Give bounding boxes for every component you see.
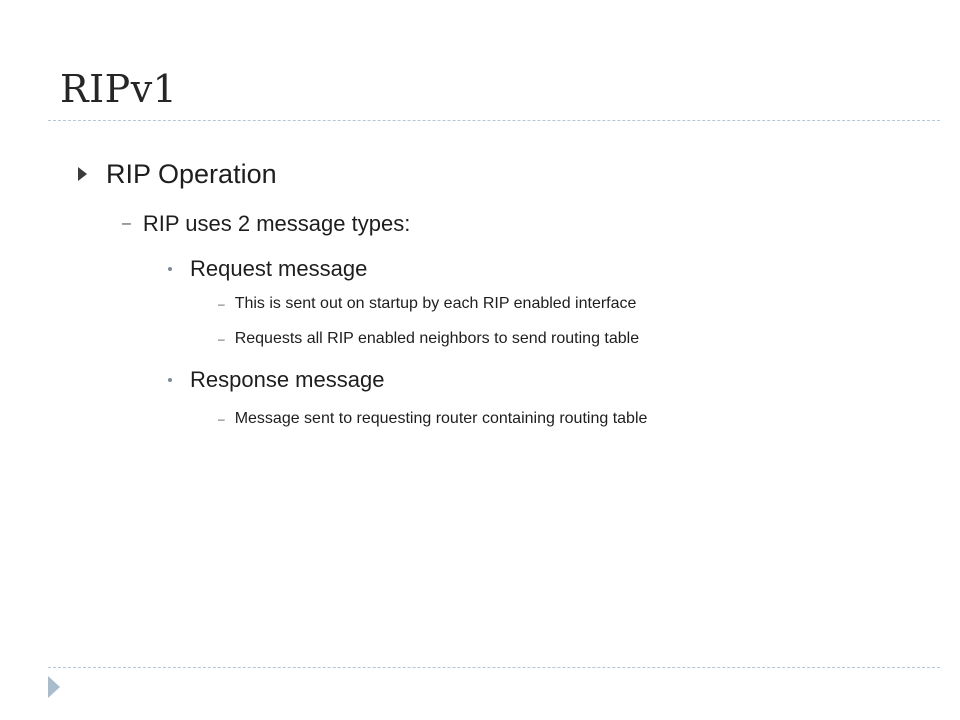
list-item: – Requests all RIP enabled neighbors to … (218, 326, 639, 352)
bullet-text: Requests all RIP enabled neighbors to se… (234, 330, 640, 347)
slide-title: RIPv1 (60, 67, 178, 111)
triangle-right-icon (78, 167, 87, 181)
bullet-text: RIP uses 2 message types: (142, 211, 411, 236)
list-item: RIP Operation (78, 154, 277, 194)
footer-divider (48, 667, 940, 668)
list-item: – RIP uses 2 message types: (122, 206, 410, 242)
bullet-text: Message sent to requesting router contai… (234, 410, 648, 427)
list-item: – This is sent out on startup by each RI… (218, 291, 636, 317)
bullet-text: Response message (190, 367, 385, 392)
dot-icon (168, 267, 172, 271)
dot-icon (168, 378, 172, 382)
list-item: – Message sent to requesting router cont… (218, 406, 647, 432)
dash-icon: – (218, 412, 225, 426)
dash-icon: – (218, 332, 225, 346)
bullet-text: This is sent out on startup by each RIP … (234, 295, 637, 312)
dash-icon: – (122, 215, 131, 232)
list-item: Response message (168, 363, 384, 397)
chevron-right-icon (48, 676, 60, 698)
title-divider (48, 120, 940, 121)
bullet-text: Request message (190, 256, 368, 281)
bullet-text: RIP Operation (106, 158, 277, 189)
list-item: Request message (168, 252, 367, 286)
dash-icon: – (218, 297, 225, 311)
